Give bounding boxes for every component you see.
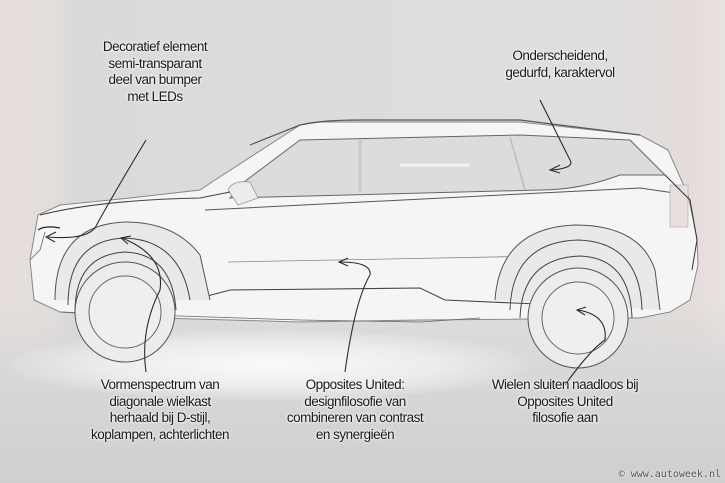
copyright-icon: © <box>618 469 625 480</box>
annotation-line: Onderscheidend, <box>512 48 608 63</box>
annotation-wheels: Wielen sluiten naadloos bij Opposites Un… <box>460 377 670 427</box>
arrow-opposites <box>339 261 371 373</box>
front-wheel <box>54 221 211 363</box>
annotation-line: Opposites United: <box>305 377 405 392</box>
arrow-character <box>539 99 572 171</box>
credit-link[interactable]: www.autoweek.nl <box>630 469 721 480</box>
annotation-opposites: Opposites United: designfilosofie van co… <box>255 377 455 443</box>
annotation-line: koplampen, achterlichten <box>90 426 230 442</box>
annotation-line: Opposites United <box>517 393 613 409</box>
annotation-bumper: Decoratief element semi-transparant deel… <box>70 39 240 105</box>
arrow-wheel-arch <box>121 237 162 373</box>
annotation-line: diagonale wielkast <box>109 393 211 409</box>
tail-light <box>669 184 689 228</box>
annotation-line: semi-transparant <box>108 55 202 71</box>
arrow-bumper-head <box>44 231 57 243</box>
arrow-wheel-arch-head <box>119 235 132 245</box>
annotation-line: Vormenspectrum van <box>100 377 220 392</box>
credit: © www.autoweek.nl <box>619 469 721 480</box>
annotation-line: Wielen sluiten naadloos bij <box>491 377 639 392</box>
annotation-line: herhaald bij D-stijl, <box>109 410 211 425</box>
annotation-arrows <box>44 99 606 386</box>
car-mirror <box>227 181 259 206</box>
rear-wheel <box>494 224 661 369</box>
arrow-opposites-head <box>337 257 349 267</box>
arrow-wheels-head <box>575 306 587 316</box>
annotation-line: Decoratief element <box>102 39 208 54</box>
annotation-line: combineren van contrast <box>286 410 424 425</box>
annotation-line: designfilosofie van <box>304 393 406 409</box>
annotation-character: Onderscheidend, gedurfd, karaktervol <box>460 48 660 81</box>
arrow-wheels <box>564 309 606 386</box>
annotation-line: gedurfd, karaktervol <box>505 64 615 80</box>
annotation-line: deel van bumper <box>108 72 202 87</box>
annotation-line: en synergieën <box>315 426 395 442</box>
annotation-line: filosofie aan <box>532 410 598 425</box>
arrow-bumper <box>47 139 147 239</box>
annotation-wheel-arch: Vormenspectrum van diagonale wielkast he… <box>60 377 260 443</box>
arrow-character-head <box>548 164 561 174</box>
annotation-line: met LEDs <box>127 88 183 104</box>
car-roof <box>249 119 641 146</box>
